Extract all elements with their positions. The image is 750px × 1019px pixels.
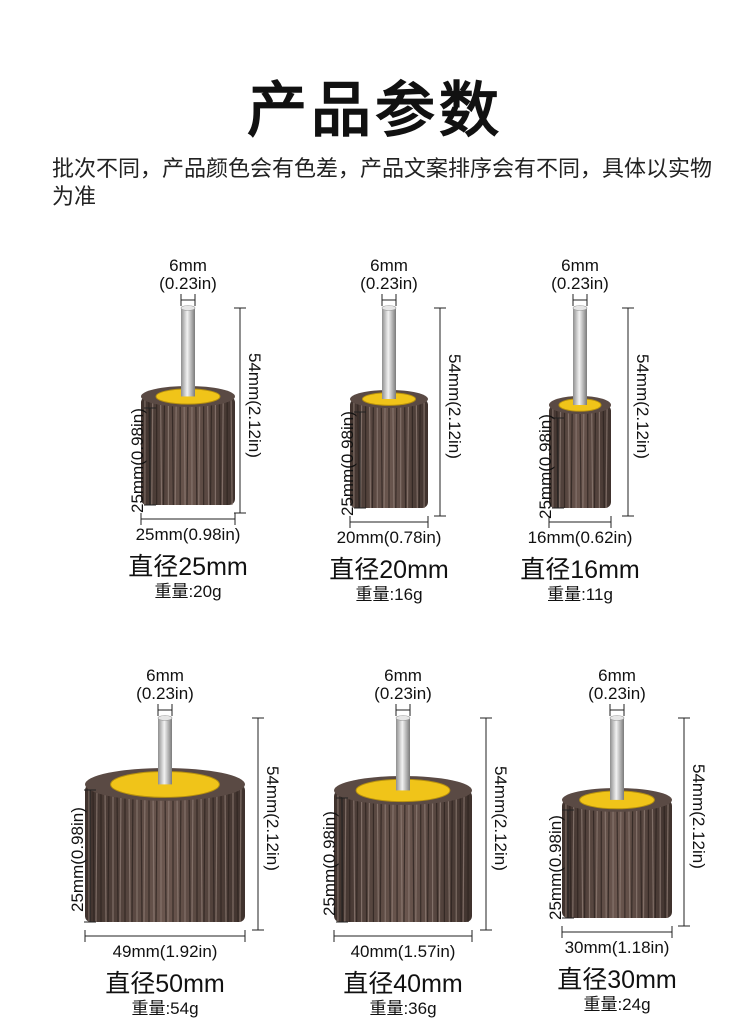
diameter-dimension: 25mm(0.98in): [135, 525, 241, 544]
product-name: 直径30mm: [557, 966, 677, 994]
diameter-dimension: 49mm(1.92in): [112, 942, 218, 961]
page-title: 产品参数: [247, 76, 503, 146]
batch-notice: 批次不同，产品颜色会有色差，产品文案排序会有不同，具体以实物为准: [52, 157, 713, 210]
length-dimension: 54mm(2.12in): [689, 764, 708, 869]
product-name: 直径25mm: [128, 553, 248, 581]
shank-size-mm: 6mm: [146, 666, 184, 685]
shank-size-in: (0.23in): [136, 684, 194, 703]
diameter-dimension: 30mm(1.18in): [564, 938, 670, 957]
shank: [382, 308, 396, 400]
shank: [610, 718, 624, 800]
shank-size-in: (0.23in): [551, 274, 609, 293]
product-weight: 重量:54g: [131, 999, 199, 1018]
product-name: 直径20mm: [329, 556, 449, 584]
shank-size-mm: 6mm: [384, 666, 422, 685]
shank-size-mm: 6mm: [370, 256, 408, 275]
product-weight: 重量:11g: [547, 585, 613, 604]
product-name: 直径50mm: [105, 970, 225, 998]
shank-size-mm: 6mm: [561, 256, 599, 275]
shank-size-in: (0.23in): [588, 684, 646, 703]
shank: [573, 308, 587, 405]
product-weight: 重量:16g: [355, 585, 423, 604]
shank-size-mm: 6mm: [169, 256, 207, 275]
shank: [396, 718, 410, 791]
product-name: 直径16mm: [520, 556, 640, 584]
shank: [158, 718, 172, 785]
shank: [181, 308, 195, 397]
product-weight: 重量:24g: [583, 995, 651, 1014]
shank-size-mm: 6mm: [598, 666, 636, 685]
shank-size-in: (0.23in): [159, 274, 217, 293]
shank-size-in: (0.23in): [360, 274, 418, 293]
product-name: 直径40mm: [343, 970, 463, 998]
shank-size-in: (0.23in): [374, 684, 432, 703]
height-dimension: 25mm(0.98in): [546, 815, 565, 920]
product-weight: 重量:20g: [154, 582, 222, 601]
diameter-dimension: 16mm(0.62in): [527, 528, 633, 547]
product-weight: 重量:36g: [369, 999, 437, 1018]
diameter-dimension: 20mm(0.78in): [336, 528, 442, 547]
diameter-dimension: 40mm(1.57in): [350, 942, 456, 961]
